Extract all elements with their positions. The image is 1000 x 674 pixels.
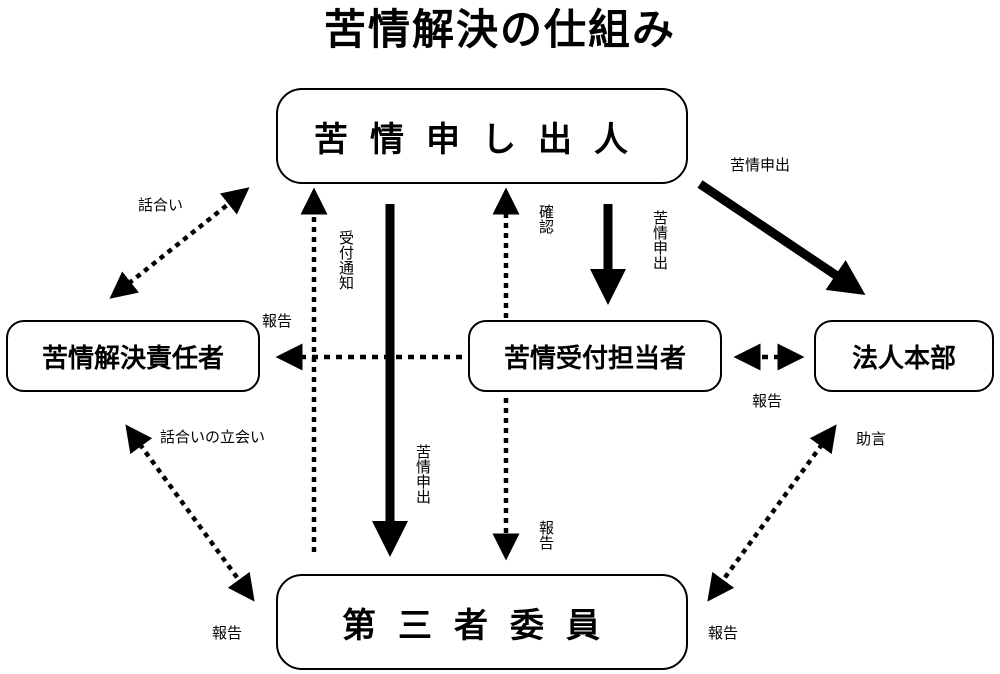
label-confirmation: 確認 xyxy=(537,204,555,234)
page-title: 苦情解決の仕組み xyxy=(323,5,676,54)
label-discussion: 話合い xyxy=(138,196,184,214)
label-report-left: 報告 xyxy=(212,624,243,642)
label-advice: 助言 xyxy=(856,430,887,448)
node-resolution-officer: 苦情解決責任者 xyxy=(6,320,260,392)
label-report-resolution: 報告 xyxy=(262,312,293,330)
edge-discussion xyxy=(109,187,250,299)
label-report-third: 報告 xyxy=(537,520,555,550)
label-complaint-third: 苦情申出 xyxy=(414,444,432,504)
edge-advice xyxy=(707,424,837,602)
node-reception-officer: 苦情受付担当者 xyxy=(468,320,722,392)
node-complainant: 苦情申し出人 xyxy=(276,88,688,184)
node-third-party: 第三者委員 xyxy=(276,574,688,670)
label-report-hq: 報告 xyxy=(752,392,783,410)
label-complaint-hq: 苦情申出 xyxy=(730,156,791,174)
node-headquarters: 法人本部 xyxy=(814,320,994,392)
edge-witness xyxy=(125,424,255,602)
edge-complaint-hq xyxy=(697,180,866,296)
label-receipt-notice: 受付通知 xyxy=(337,230,355,290)
label-discussion-witness: 話合いの立会い xyxy=(160,428,266,446)
label-complaint-reception: 苦情申出 xyxy=(651,210,669,270)
label-report-right: 報告 xyxy=(708,624,739,642)
